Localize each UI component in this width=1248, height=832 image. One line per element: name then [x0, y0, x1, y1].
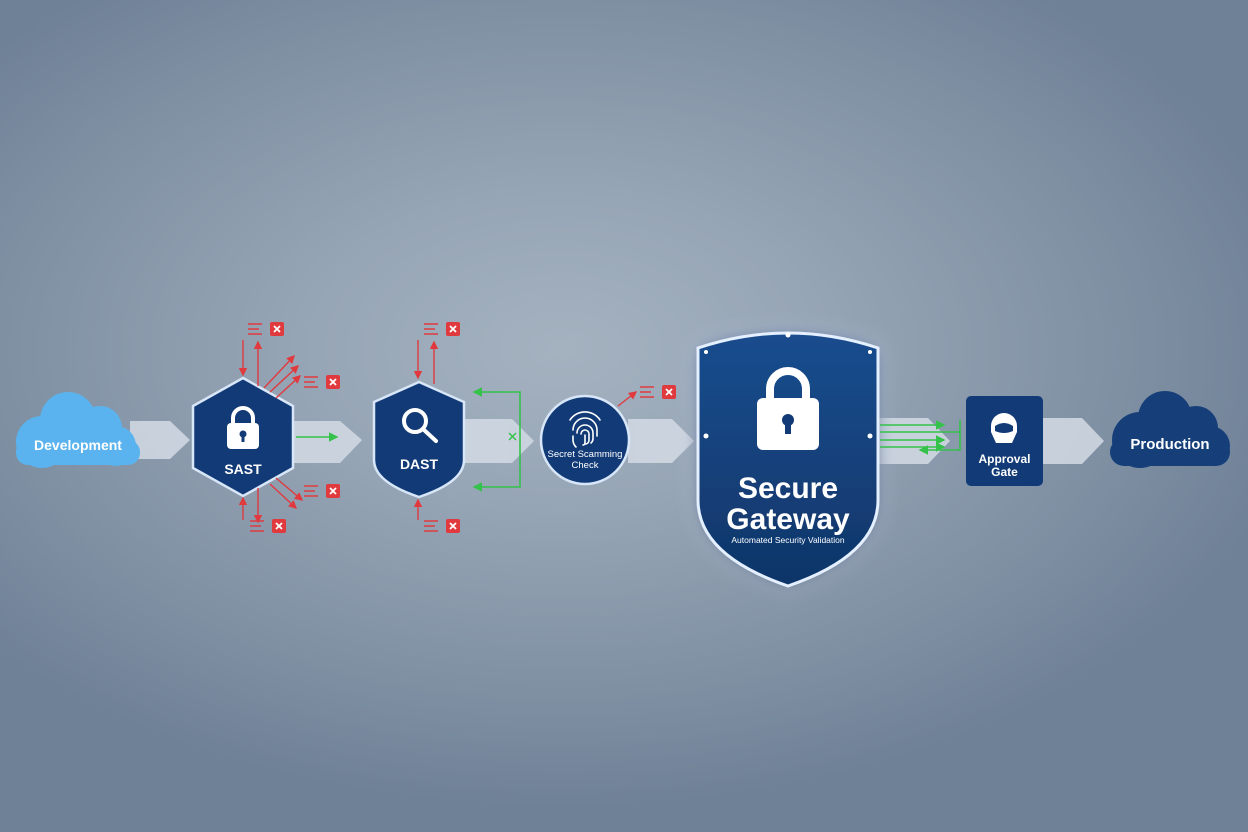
- pass-x-mark: [508, 432, 517, 441]
- flow-arrow-dast-secret: [463, 419, 534, 463]
- error-x-icon: [326, 484, 340, 498]
- finding-badge: [424, 322, 460, 336]
- secure-gateway-shield: [696, 331, 880, 588]
- approval-gate-node: [966, 396, 1043, 486]
- helmet-icon: [991, 413, 1017, 443]
- secure-gateway-title: Secure Gateway: [726, 472, 850, 536]
- gateway-padlock-icon: [757, 367, 819, 450]
- flow-arrow-secret-gateway: [628, 419, 694, 463]
- development-label: Development: [34, 437, 122, 453]
- approval-gate-label: Approval Gate: [978, 452, 1031, 479]
- finding-badge: [424, 519, 460, 533]
- error-x-icon: [270, 322, 284, 336]
- flow-arrows: [130, 418, 1104, 464]
- magnifier-icon: [402, 408, 438, 443]
- padlock-icon: [227, 406, 259, 449]
- sast-node: [191, 376, 295, 498]
- production-label: Production: [1130, 436, 1210, 453]
- flow-arrow-sast-dast: [292, 421, 362, 463]
- dast-node: [372, 380, 466, 499]
- dast-label: DAST: [399, 456, 439, 472]
- development-cloud: [16, 392, 140, 468]
- pass-indicators: [296, 387, 961, 492]
- secret-scanning-node: [539, 394, 631, 486]
- sast-label: SAST: [224, 461, 262, 477]
- gateway-rivets: [703, 332, 873, 439]
- finding-badges: [248, 322, 676, 533]
- finding-badge: [250, 519, 286, 533]
- flow-arrow-approval-prod: [1043, 418, 1104, 464]
- flow-arrow-dev-sast: [130, 421, 190, 459]
- finding-badge: [248, 322, 284, 336]
- finding-badge: [304, 484, 340, 498]
- finding-badge: [640, 385, 676, 399]
- error-x-icon: [446, 322, 460, 336]
- secret-scanning-label: Secret Scamming Check: [547, 449, 623, 471]
- secure-gateway-subtitle: Automated Security Validation: [731, 535, 845, 545]
- fingerprint-icon: [569, 411, 601, 448]
- error-x-icon: [326, 375, 340, 389]
- production-cloud: [1110, 391, 1230, 468]
- error-x-icon: [272, 519, 286, 533]
- finding-badge: [304, 375, 340, 389]
- flow-arrow-gateway-approval: [878, 418, 950, 464]
- finding-arrows: [238, 340, 638, 524]
- error-x-icon: [446, 519, 460, 533]
- error-x-icon: [662, 385, 676, 399]
